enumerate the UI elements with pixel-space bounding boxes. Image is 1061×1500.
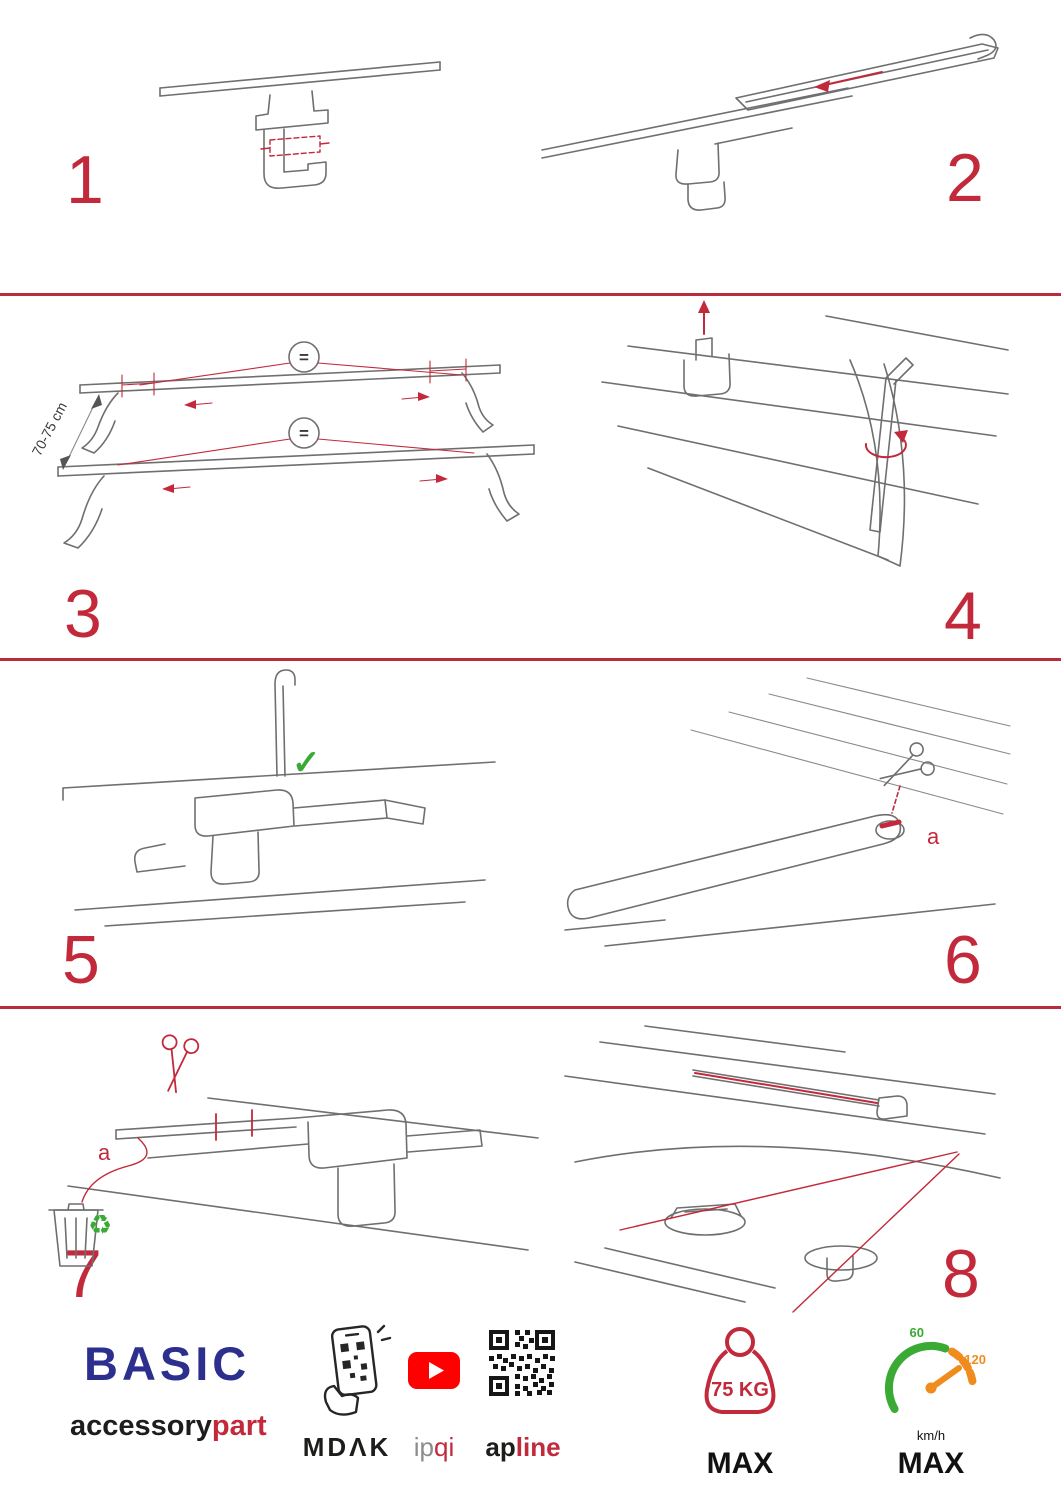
checkmark-icon: ✓	[292, 744, 321, 782]
step-2-number: 2	[946, 140, 984, 216]
logo-ipqi: ipqi	[404, 1432, 464, 1463]
step-3-illustration: = = 70-75 cm	[29, 341, 535, 549]
step-2-illustration	[541, 33, 999, 211]
step-3-number: 3	[64, 576, 102, 652]
phone-qr-icon	[323, 1324, 392, 1416]
cut-label: a	[927, 824, 940, 849]
brand-sub-black: accessory	[70, 1410, 212, 1442]
recycle-icon: ♻	[88, 1210, 113, 1240]
cut-label: a	[98, 1140, 111, 1165]
logo-apline: apline	[478, 1432, 568, 1463]
speed-start-label: 60	[910, 1325, 924, 1340]
allen-key	[869, 357, 914, 533]
section-divider	[0, 1006, 1061, 1009]
step-1-illustration	[159, 61, 441, 190]
pad-insert-highlight	[260, 135, 330, 157]
step-8-illustration	[564, 1025, 1001, 1313]
step-6-illustration: a	[564, 677, 1011, 947]
cut-mark	[879, 785, 902, 829]
step-6-number: 6	[944, 922, 982, 998]
equal-spacing-badge-top	[288, 341, 320, 373]
brand-sub-red: part	[211, 1410, 267, 1442]
step-5-illustration	[62, 669, 496, 927]
step-1-number: 1	[66, 142, 104, 218]
equal-sign-top: =	[299, 348, 309, 367]
weight-limit-icon: 75 KG	[704, 1327, 776, 1414]
speed-max-label: MAX	[897, 1447, 965, 1480]
logo-mdak: MDΛK	[302, 1432, 392, 1462]
speed-unit-label: km/h	[916, 1428, 946, 1443]
youtube-icon	[408, 1352, 460, 1389]
logo-qi: qi	[434, 1432, 455, 1462]
step-4-illustration	[601, 300, 1009, 567]
step-5-number: 5	[62, 922, 100, 998]
step-8-number: 8	[942, 1236, 980, 1312]
measurement-guides	[117, 358, 475, 493]
speed-end-label: 120	[964, 1352, 986, 1367]
step-4-number: 4	[944, 578, 982, 654]
tighten-rotation-arrow	[864, 430, 908, 459]
logo-line: line	[515, 1432, 561, 1462]
scissors-icon	[879, 742, 935, 787]
scissors-icon	[161, 1034, 200, 1094]
brand-logo: BASIC	[84, 1337, 251, 1390]
equal-spacing-badge-bottom	[288, 417, 320, 449]
cut-marks	[81, 1109, 253, 1203]
section-divider	[0, 293, 1061, 296]
crossbar-distance-dimension: 70-75 cm	[29, 394, 102, 470]
trash-bin-icon	[48, 1203, 104, 1267]
section-divider	[0, 658, 1061, 661]
gasket-and-alignment-lines	[619, 1072, 960, 1313]
weight-max-label: MAX	[706, 1447, 774, 1480]
logo-ap: ap	[485, 1432, 516, 1462]
weight-limit-value: 75 KG	[711, 1379, 769, 1401]
step-7-illustration: a	[48, 1034, 539, 1267]
slide-direction-arrow	[814, 71, 883, 92]
speedometer-icon: 60 120	[884, 1325, 986, 1413]
step-7-number: 7	[64, 1236, 102, 1312]
distance-label: 70-75 cm	[29, 399, 71, 458]
logo-ip: ip	[413, 1432, 434, 1462]
equal-sign-bottom: =	[299, 424, 309, 443]
brand-sub-logo: accessorypart	[70, 1410, 267, 1443]
insert-up-arrow	[698, 300, 710, 335]
qr-code-icon	[489, 1330, 555, 1396]
